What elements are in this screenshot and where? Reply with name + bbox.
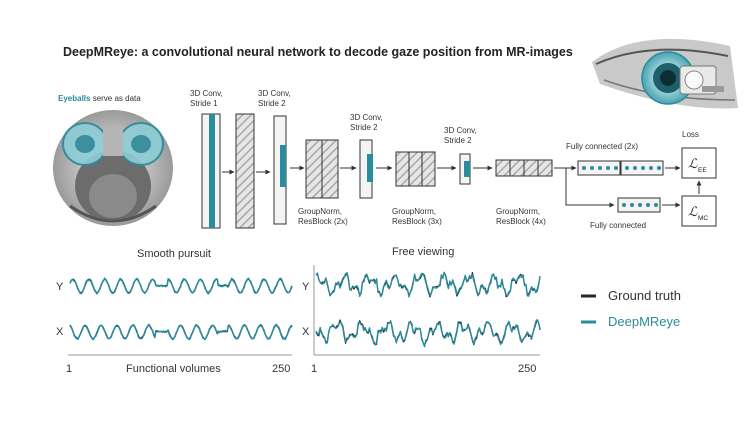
fc-neuron — [633, 166, 637, 170]
eyeballs-caption: Eyeballs serve as data — [58, 94, 141, 103]
resblock-2 — [395, 151, 436, 187]
eyeballs-highlight: Eyeballs — [58, 94, 91, 103]
gaze-traces — [69, 271, 541, 348]
conv4-kernel — [464, 161, 470, 177]
legend-ground-truth-label: Ground truth — [608, 288, 681, 303]
smooth-pursuit-x-deepmreye — [69, 323, 293, 341]
title-rest: a convolutional neural network to decode… — [138, 45, 573, 59]
conv3-label-line2: Stride 2 — [350, 123, 378, 132]
fc-neuron — [641, 166, 645, 170]
free-viewing-x-ground-truth — [315, 319, 541, 346]
left-x-label: X — [56, 326, 64, 338]
conv2-label-line2: Stride 2 — [258, 99, 286, 108]
fc-neuron — [638, 203, 642, 207]
fc-neuron — [649, 166, 653, 170]
title-bold: DeepMReye: — [63, 45, 138, 59]
left-y-label: Y — [56, 281, 64, 293]
conv1-label-line2: Stride 1 — [190, 99, 218, 108]
smooth-pursuit-title: Smooth pursuit — [137, 248, 211, 260]
fc-neuron — [646, 203, 650, 207]
resblock2-label-line1: GroupNorm, — [392, 207, 436, 216]
resblock3-label-line1: GroupNorm, — [496, 207, 540, 216]
right-y-label: Y — [302, 281, 310, 293]
mri-scan-image — [53, 110, 173, 226]
conv1-kernel — [209, 114, 215, 228]
loss-ee-box — [681, 147, 717, 179]
resblock-1 — [305, 139, 339, 199]
loss-ee-symbol: ℒ — [688, 156, 698, 171]
arrow-fc-bottom — [565, 168, 615, 208]
loss-mc-sub: MC — [698, 215, 708, 222]
resblock1-label-line1: GroupNorm, — [298, 207, 342, 216]
eye-illustration — [592, 38, 738, 109]
feature-map-1 — [235, 113, 255, 229]
conv2-label-line1: 3D Conv, — [258, 89, 291, 98]
left-axis-start: 1 — [66, 363, 72, 375]
conv4-label-line1: 3D Conv, — [444, 126, 477, 135]
loss-mc-box — [681, 195, 717, 227]
resblock-3 — [495, 159, 553, 177]
conv3-kernel — [367, 154, 373, 182]
left-axis-end: 250 — [272, 363, 290, 375]
left-axis-caption: Functional volumes — [126, 363, 221, 375]
right-axis-end: 250 — [518, 363, 536, 375]
fc-neuron — [654, 203, 658, 207]
resblock2-label-line2: ResBlock (3x) — [392, 217, 442, 226]
fc-neuron — [657, 166, 661, 170]
fc-neuron — [614, 166, 618, 170]
fc-neuron — [606, 166, 610, 170]
fc-neuron — [590, 166, 594, 170]
loss-mc-symbol: ℒ — [688, 204, 698, 219]
fc-bottom-label: Fully connected — [590, 221, 646, 230]
legend-deepmreye-label: DeepMReye — [608, 314, 680, 329]
fc-neuron — [630, 203, 634, 207]
fc-neuron — [582, 166, 586, 170]
conv3-label-line1: 3D Conv, — [350, 113, 383, 122]
resblock1-label-line2: ResBlock (2x) — [298, 217, 348, 226]
right-axis-start: 1 — [311, 363, 317, 375]
resblock3-label-line2: ResBlock (4x) — [496, 217, 546, 226]
free-viewing-x-deepmreye — [315, 319, 541, 348]
conv1-label-line1: 3D Conv, — [190, 89, 223, 98]
conv2-kernel — [280, 145, 286, 187]
right-x-label: X — [302, 326, 310, 338]
fc-bottom-layer — [617, 197, 661, 213]
smooth-pursuit-y-deepmreye — [69, 277, 293, 295]
eyeballs-rest: serve as data — [90, 94, 141, 103]
fc-neuron — [625, 166, 629, 170]
fc-top-label: Fully connected (2x) — [566, 142, 638, 151]
loss-ee-sub: EE — [698, 167, 707, 174]
loss-label: Loss — [682, 130, 699, 139]
fc-neuron — [622, 203, 626, 207]
fc-top-layer — [577, 160, 664, 176]
free-viewing-title: Free viewing — [392, 246, 454, 258]
figure-title: DeepMReye: a convolutional neural networ… — [63, 45, 573, 59]
free-viewing-y-deepmreye — [315, 271, 541, 298]
conv4-label-line2: Stride 2 — [444, 136, 472, 145]
fc-neuron — [598, 166, 602, 170]
